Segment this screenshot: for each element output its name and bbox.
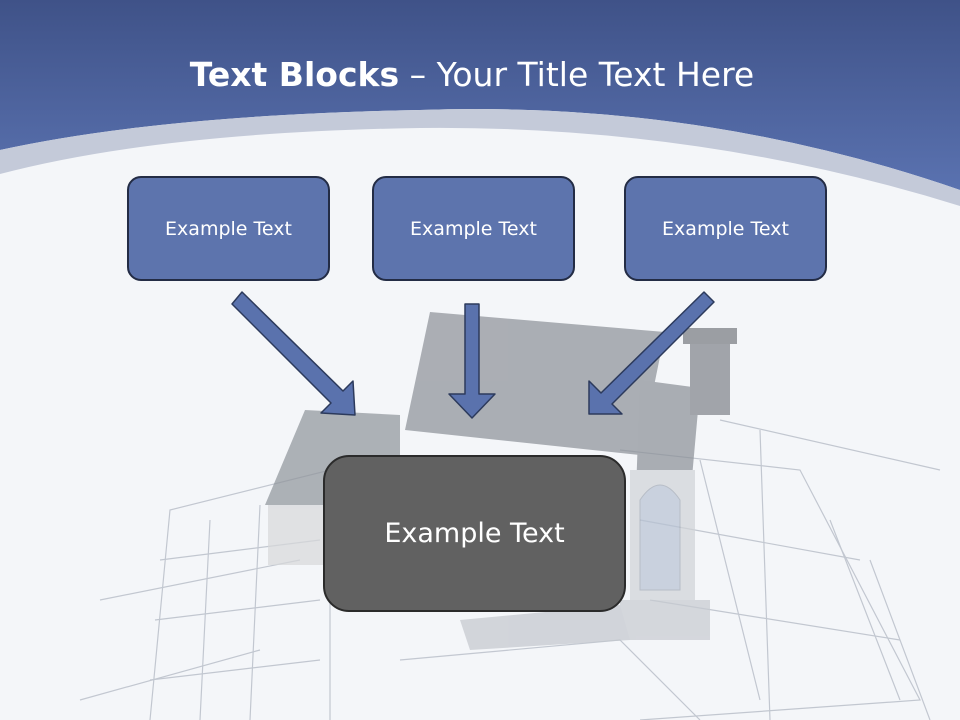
text-block-top-right[interactable]: Example Text xyxy=(624,176,827,281)
text-block-top-right-label: Example Text xyxy=(662,217,789,240)
title-dash: – xyxy=(409,55,427,94)
text-block-top-center[interactable]: Example Text xyxy=(372,176,575,281)
arrow-left xyxy=(231,291,356,416)
title-bold: Text Blocks xyxy=(189,55,400,94)
header-curve xyxy=(0,109,960,206)
text-block-top-left-label: Example Text xyxy=(165,217,292,240)
title-rest: Your Title Text Here xyxy=(436,55,755,94)
arrow-center xyxy=(448,303,496,419)
text-block-center-label: Example Text xyxy=(384,518,565,549)
text-block-top-left[interactable]: Example Text xyxy=(127,176,330,281)
text-block-center[interactable]: Example Text xyxy=(323,455,626,612)
arrow-right xyxy=(588,291,715,415)
slide-title: Text Blocks – Your Title Text Here xyxy=(0,52,944,98)
text-block-top-center-label: Example Text xyxy=(410,217,537,240)
header-band xyxy=(0,0,960,190)
